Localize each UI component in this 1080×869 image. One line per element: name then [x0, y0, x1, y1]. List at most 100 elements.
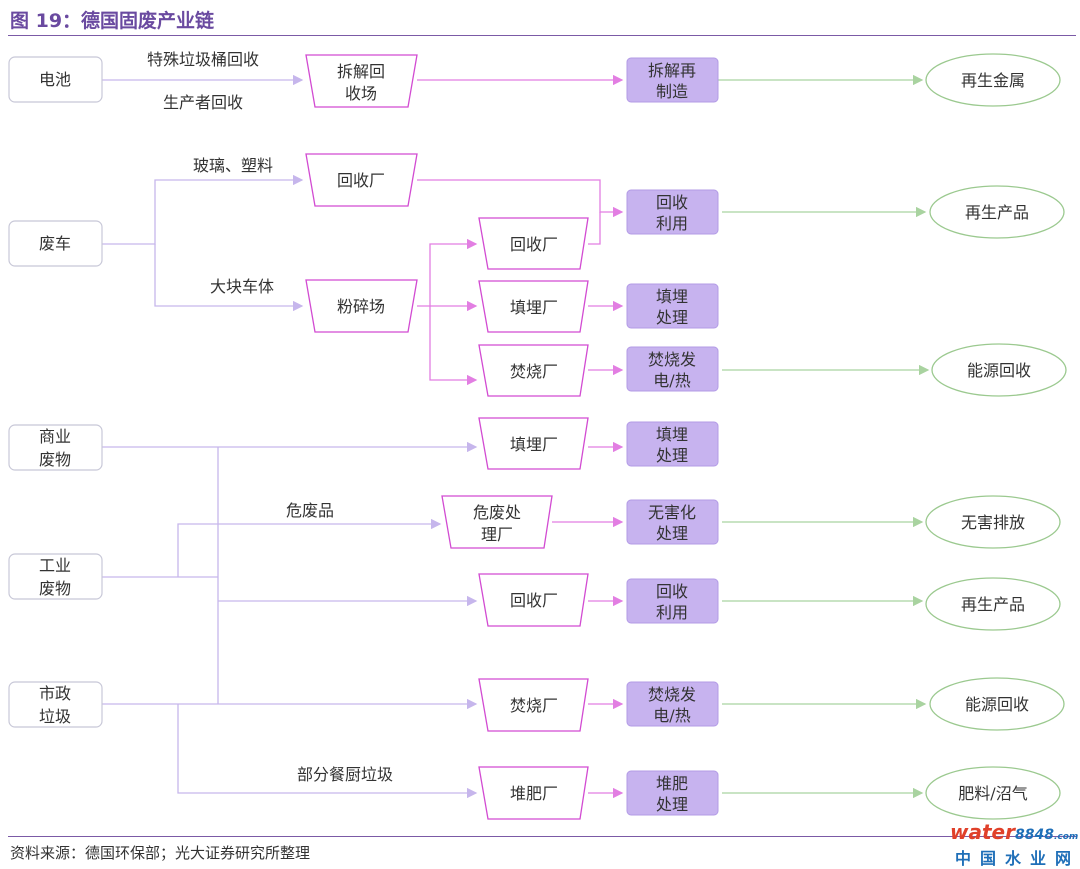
- output-metal: 再生金属: [925, 53, 1061, 107]
- svg-text:无害化: 无害化: [648, 503, 696, 522]
- svg-text:处理: 处理: [656, 524, 688, 543]
- source-commercial: 商业 废物: [8, 424, 103, 471]
- svg-text:肥料/沼气: 肥料/沼气: [958, 784, 1027, 803]
- output-harmless-emission: 无害排放: [925, 495, 1061, 549]
- svg-text:再生产品: 再生产品: [961, 595, 1025, 614]
- svg-text:垃圾: 垃圾: [39, 707, 71, 726]
- svg-text:填埋: 填埋: [656, 287, 688, 306]
- svg-text:处理: 处理: [656, 308, 688, 327]
- svg-text:市政: 市政: [39, 684, 71, 703]
- svg-text:回收厂: 回收厂: [337, 171, 385, 190]
- svg-text:焚烧厂: 焚烧厂: [510, 696, 558, 715]
- svg-text:再生产品: 再生产品: [965, 203, 1029, 222]
- svg-text:废物: 废物: [39, 579, 71, 598]
- output-fertilizer: 肥料/沼气: [925, 766, 1061, 820]
- svg-text:工业: 工业: [39, 556, 71, 575]
- label-special-bin: 特殊垃圾桶回收: [147, 50, 259, 69]
- svg-text:焚烧发: 焚烧发: [648, 350, 696, 369]
- edge-recycle-use-1: [417, 179, 624, 218]
- label-large-body: 大块车体: [210, 277, 274, 296]
- svg-text:危废处: 危废处: [473, 503, 521, 522]
- svg-text:电/热: 电/热: [653, 706, 690, 725]
- facility-hazardous: 危废处 理厂: [441, 495, 553, 549]
- label-hazardous: 危废品: [286, 501, 334, 520]
- svg-text:填埋厂: 填埋厂: [510, 298, 558, 317]
- svg-text:填埋厂: 填埋厂: [510, 435, 558, 454]
- svg-text:堆肥厂: 堆肥厂: [510, 784, 558, 803]
- output-energy-1: 能源回收: [931, 343, 1067, 397]
- label-producer: 生产者回收: [163, 93, 243, 112]
- process-landfill-treat-2: 填埋 处理: [626, 421, 719, 467]
- source-scrap-car: 废车: [8, 220, 103, 267]
- process-incin-power-1: 焚烧发 电/热: [626, 346, 719, 392]
- svg-text:利用: 利用: [656, 214, 688, 233]
- svg-text:焚烧发: 焚烧发: [648, 685, 696, 704]
- facility-dismantle: 拆解回 收场: [305, 54, 418, 108]
- facility-compost: 堆肥厂: [478, 766, 589, 820]
- source-note: 资料来源：德国环保部；光大证券研究所整理: [10, 844, 311, 862]
- svg-text:能源回收: 能源回收: [967, 361, 1031, 380]
- svg-text:回收厂: 回收厂: [510, 591, 558, 610]
- process-recycle-use-2: 回收 利用: [626, 578, 719, 624]
- watermark-logo: water8848.com: [950, 820, 1079, 844]
- output-energy-2: 能源回收: [929, 677, 1065, 731]
- svg-text:利用: 利用: [656, 603, 688, 622]
- edge-municipal-compost: [177, 704, 478, 799]
- svg-text:废物: 废物: [39, 450, 71, 469]
- connectors: [102, 74, 930, 799]
- svg-text:焚烧厂: 焚烧厂: [510, 362, 558, 381]
- process-remanufacture: 拆解再 制造: [626, 57, 719, 103]
- source-municipal: 市政 垃圾: [8, 681, 103, 728]
- label-glass-plastic: 玻璃、塑料: [193, 156, 273, 175]
- facility-recycle-2: 回收厂: [478, 217, 589, 270]
- edge-shredder-incinerator: [429, 306, 478, 386]
- edge-shredder-recycle: [417, 238, 478, 307]
- top-rule: [8, 35, 1076, 36]
- svg-text:商业: 商业: [39, 427, 71, 446]
- svg-text:无害排放: 无害排放: [961, 513, 1025, 532]
- svg-text:理厂: 理厂: [481, 525, 513, 544]
- label-kitchen: 部分餐厨垃圾: [297, 765, 393, 784]
- process-recycle-use-1: 回收 利用: [626, 189, 719, 235]
- facility-landfill-1: 填埋厂: [478, 280, 589, 333]
- output-product-1: 再生产品: [929, 185, 1065, 239]
- svg-text:拆解再: 拆解再: [648, 61, 696, 80]
- source-battery-label: 电池: [39, 70, 71, 89]
- figure-title: 图 19：德国固废产业链: [10, 10, 215, 32]
- bottom-rule: [8, 836, 1076, 837]
- process-landfill-treat-1: 填埋 处理: [626, 283, 719, 329]
- output-product-2: 再生产品: [925, 577, 1061, 631]
- facility-landfill-2: 填埋厂: [478, 417, 589, 470]
- facility-recycle-car: 回收厂: [305, 153, 418, 207]
- svg-text:填埋: 填埋: [656, 425, 688, 444]
- svg-text:处理: 处理: [656, 446, 688, 465]
- watermark-sub: 中国水业网: [955, 849, 1080, 868]
- svg-text:粉碎场: 粉碎场: [337, 297, 385, 316]
- svg-text:能源回收: 能源回收: [965, 695, 1029, 714]
- svg-text:制造: 制造: [656, 82, 688, 101]
- edge-car-shredder: [154, 244, 304, 312]
- svg-text:电/热: 电/热: [653, 371, 690, 390]
- process-harmless: 无害化 处理: [626, 499, 719, 545]
- svg-text:拆解回: 拆解回: [337, 62, 385, 81]
- facility-incinerator-1: 焚烧厂: [478, 344, 589, 397]
- svg-text:收场: 收场: [345, 84, 377, 103]
- edge-recycle-use-2: [588, 212, 601, 245]
- source-industrial: 工业 废物: [8, 553, 103, 600]
- edge-car-recycle: [102, 174, 304, 245]
- edge-industrial-hazard: [177, 518, 442, 577]
- source-scrap-car-label: 废车: [39, 234, 71, 253]
- facility-shredder: 粉碎场: [305, 279, 418, 333]
- svg-text:回收厂: 回收厂: [510, 235, 558, 254]
- process-compost-treat: 堆肥 处理: [626, 770, 719, 816]
- process-incin-power-2: 焚烧发 电/热: [626, 681, 719, 727]
- source-battery: 电池: [8, 56, 103, 103]
- facility-recycle-3: 回收厂: [478, 573, 589, 627]
- svg-text:回收: 回收: [656, 582, 688, 601]
- svg-text:堆肥: 堆肥: [656, 774, 688, 793]
- svg-text:回收: 回收: [656, 193, 688, 212]
- svg-text:处理: 处理: [656, 795, 688, 814]
- facility-incinerator-2: 焚烧厂: [478, 678, 589, 732]
- svg-text:再生金属: 再生金属: [961, 71, 1025, 90]
